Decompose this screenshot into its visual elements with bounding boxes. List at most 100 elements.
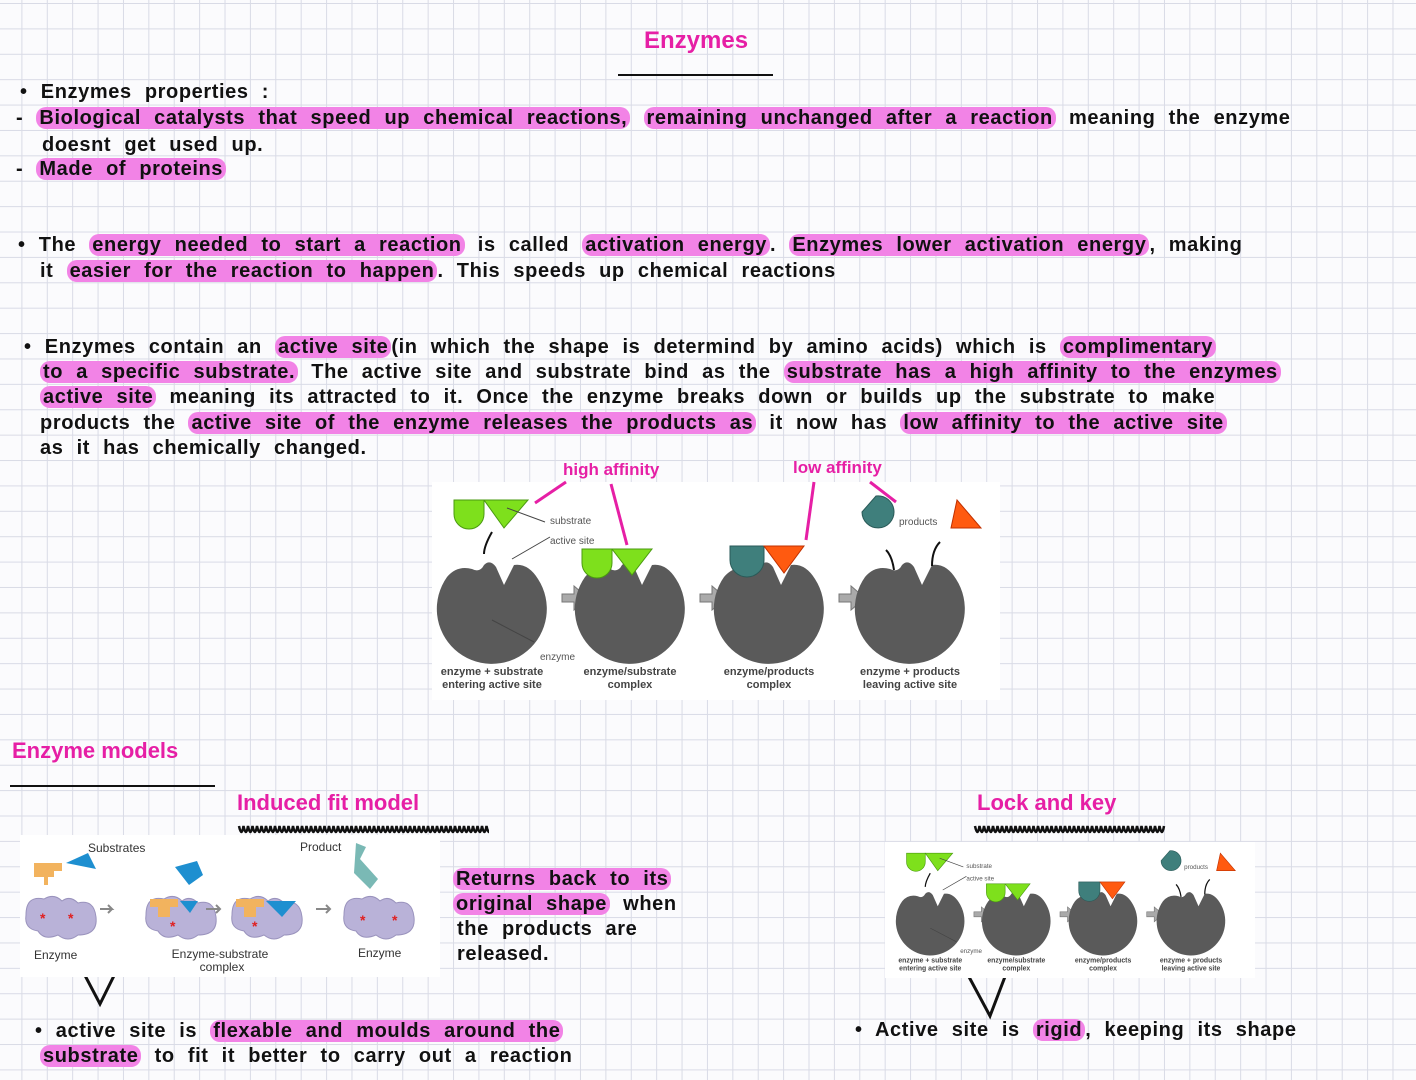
product-orange-icon [763,545,805,574]
note-line: released. [457,942,549,966]
product-icon [354,843,378,889]
bound-substrate-triangle-icon [610,548,654,576]
active-site-label: active site [550,536,595,547]
note-line: products the active site of the enzyme r… [40,411,1227,435]
note-line: • Enzymes properties : [20,80,269,104]
note-text: products the [40,412,189,434]
enzyme-shape [854,562,965,664]
highlighted-text: easier for the reaction to happen [66,260,438,282]
caption-line-1: enzyme + substrate [441,666,543,678]
note-text: doesnt get used up. [42,134,264,156]
note-text: . This speeds up chemical reactions [437,260,836,282]
note-text: • The [18,234,90,256]
caption-line-2: entering active site [899,966,961,973]
note-line: it easier for the reaction to happen. Th… [40,259,836,283]
note-text: , keeping its shape [1085,1019,1297,1041]
note-line: active site meaning its attracted to it.… [40,385,1215,409]
bound-substrate-triangle-icon [1004,883,1031,901]
note-text: meaning the enzyme [1055,107,1291,129]
note-text: • Enzymes contain an [24,336,275,358]
arrow-icon [483,531,493,555]
substrate-blue-icon [66,853,96,869]
caption-line-2: leaving active site [863,679,957,691]
note-text: . [769,234,790,256]
highlighted-text: active site [275,336,392,358]
caption-line-1: enzyme/products [724,666,814,678]
caption-line-1: enzyme + substrate [898,957,962,964]
enzyme-shape [574,562,685,664]
note-text: , making [1149,234,1243,256]
highlighted-text: flexable and moulds around the [210,1020,564,1042]
enzyme-shape [1156,892,1226,956]
products-label: products [899,517,937,528]
substrate-triangle-icon [924,852,954,872]
product-teal-icon [729,545,765,578]
caption-line-1: enzyme + products [860,666,960,678]
highlighted-text: Made of proteins [36,158,227,180]
note-line: to a specific substrate. The active site… [40,360,1281,384]
highlighted-text: substrate [40,1045,142,1067]
enzyme-models-heading: Enzyme models [12,738,179,763]
caption-line-1: enzyme/substrate [584,666,677,678]
highlighted-text: active site [40,386,157,408]
released-product-orange-icon [1216,852,1236,872]
note-text: is called [464,234,583,256]
highlighted-text: to a specific substrate. [40,361,299,383]
release-arrows-icon [885,541,941,571]
enzyme-label-1: Enzyme [34,948,78,962]
product-teal-icon [1078,881,1101,902]
note-line: • The energy needed to start a reaction … [18,233,1242,257]
highlighted-text: original shape [453,893,610,915]
note-text: the products are [457,918,638,940]
note-text: it [40,260,67,282]
active-site-label: active site [966,876,994,883]
substrates-label: Substrates [88,841,145,855]
enzyme-shape [981,892,1051,956]
title-underline [618,74,773,76]
lock-and-key-heading: Lock and key [977,790,1117,815]
svg-text:*: * [68,910,74,926]
note-text: (in which the shape is determind by amin… [391,336,1060,358]
lock-and-key-squiggle [973,825,1166,834]
caption-line-2: complex [1089,966,1117,973]
highlighted-text: activation energy [582,234,770,256]
enzyme-shape [895,892,965,956]
note-line: original shape when [453,892,677,916]
highlighted-text: remaining unchanged after a reaction [643,107,1056,129]
substrate-label: substrate [966,863,992,870]
leader-lines [930,857,967,943]
enzyme-blobs [25,895,415,940]
note-text: • active site is [35,1020,211,1042]
low-affinity-label: low affinity [793,458,882,477]
caption-line-2: entering active site [442,679,542,691]
highlighted-text: Biological catalysts that speed up chemi… [36,107,631,129]
product-orange-icon [1099,881,1126,900]
substrate-half-circle-icon [453,499,485,530]
induced-fit-diagram: Substrates Product ****** Enzyme Enzyme-… [20,835,440,977]
note-text: when [610,893,677,915]
high-affinity-label: high affinity [563,460,660,479]
note-line: - Made of proteins [16,157,227,181]
note-text: released. [457,943,550,965]
note-text: meaning its attracted to it. Once the en… [156,386,1216,408]
note-text: - [16,107,37,129]
note-text [630,107,643,129]
caption-line-1: enzyme/products [1075,957,1132,964]
enzyme-models-underline [10,785,215,787]
note-line: • Enzymes contain an active site(in whic… [24,335,1216,359]
induced-fit-squiggle [237,825,489,834]
note-text: The active site and substrate bind as th… [298,361,784,383]
released-product-teal-icon [861,495,895,529]
note-text: - [16,158,37,180]
substrate-triangle-icon [483,499,530,529]
note-line: - Biological catalysts that speed up che… [16,106,1291,130]
lock-and-key-diagram: enzyme + substrate entering active site en… [885,842,1255,978]
enzyme-shape [436,562,547,664]
product-label: Product [300,840,342,854]
svg-text:*: * [252,918,258,934]
complex-label-1: Enzyme-substrate [172,947,269,961]
caption-line-2: complex [747,679,793,691]
highlighted-text: energy needed to start a reaction [89,234,465,256]
svg-text:*: * [40,910,46,926]
